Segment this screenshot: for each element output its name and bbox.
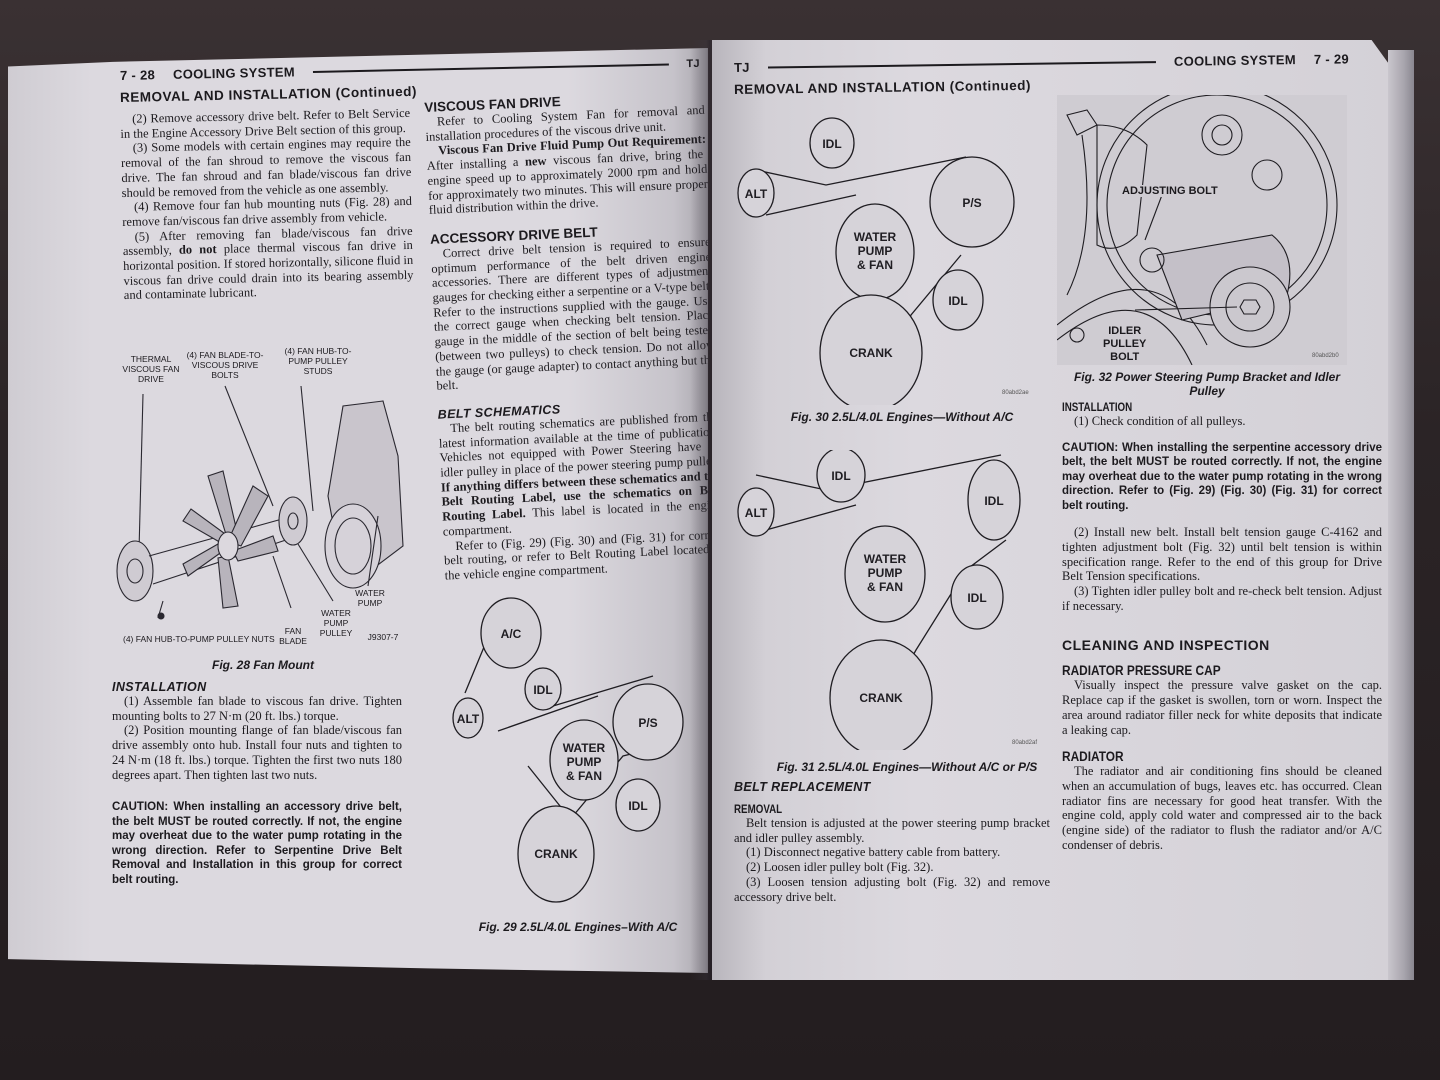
pulley-idler: IDL — [628, 799, 647, 813]
fig31-belt-diagram-without-ac-ps: IDL ALT IDL WATER PUMP & FAN IDL CRANK — [737, 450, 1021, 750]
cleaning-inspection-heading: CLEANING AND INSPECTION — [1062, 637, 1270, 654]
figure-code: J9307-7 — [367, 632, 399, 642]
left-column-2: VISCOUS FAN DRIVE Refer to Cooling Syste… — [424, 88, 708, 583]
header-rule — [767, 60, 1156, 69]
step-paragraph: (2) Install new belt. Install belt tensi… — [1062, 525, 1382, 584]
section-title: COOLING SYSTEM — [172, 64, 296, 82]
pulley-idler: IDL — [533, 683, 552, 697]
label-fan-blade: FAN BLADE — [279, 626, 307, 646]
left-page: 7 - 28 COOLING SYSTEM TJ REMOVAL AND INS… — [8, 48, 708, 973]
pulley-idler: IDL — [822, 137, 841, 151]
radiator-pressure-cap-heading: RADIATOR PRESSURE CAP — [1062, 663, 1221, 679]
pulley-alternator: ALT — [745, 187, 768, 201]
fan-mount-drawing — [116, 385, 404, 620]
pulley-water-pump: WATER — [563, 741, 606, 755]
label-thermal-viscous: THERMAL VISCOUS FAN DRIVE — [122, 354, 180, 384]
fig30-belt-diagram-without-ac: IDL ALT P/S WATER PUMP & FAN IDL CRANK — [737, 117, 1015, 405]
fig32-caption: Fig. 32 Power Steering Pump Bracket and … — [1073, 370, 1341, 398]
bracket-drawing — [1057, 95, 1338, 365]
svg-text:PUMP: PUMP — [567, 755, 602, 769]
pulley-crank: CRANK — [859, 691, 903, 705]
caution-note: CAUTION: When installing an accessory dr… — [112, 801, 402, 886]
label-water-pump: WATER PUMP — [355, 588, 385, 608]
installation-heading: INSTALLATION — [1062, 402, 1133, 414]
installation-section: INSTALLATION (1) Assemble fan blade to v… — [112, 680, 402, 887]
step-paragraph: (5) After removing fan blade/viscous fan… — [122, 223, 414, 303]
installation-heading: INSTALLATION — [112, 680, 207, 694]
figure-code: 80abd2af — [1012, 740, 1038, 746]
fig32-bracket-illustration: ADJUSTING BOLT IDLER PULLEY BOLT 80abd2b… — [1057, 95, 1347, 365]
left-column-1: (2) Remove accessory drive belt. Refer t… — [120, 106, 414, 303]
page-number: 7 - 28 — [119, 67, 156, 83]
left-page-header: 7 - 28 COOLING SYSTEM TJ — [120, 56, 700, 83]
step-paragraph: (3) Some models with certain engines may… — [120, 135, 412, 200]
svg-text:PUMP: PUMP — [858, 244, 893, 258]
right-page-header: TJ COOLING SYSTEM 7 - 29 — [734, 51, 1349, 75]
installation-section: INSTALLATION (1) Check condition of all … — [1062, 402, 1382, 852]
fig29-belt-diagram-with-ac: A/C IDL ALT P/S WATER PUMP & FAN IDL CRA… — [452, 597, 684, 903]
belt-replacement-heading: BELT REPLACEMENT — [734, 780, 871, 794]
header-rule — [312, 63, 669, 73]
label-blade-bolts: (4) FAN BLADE-TO-VISCOUS DRIVE BOLTS — [186, 350, 264, 380]
pulley-power-steering: P/S — [638, 716, 657, 730]
fig28-fan-mount-illustration: THERMAL VISCOUS FAN DRIVE (4) FAN BLADE-… — [113, 346, 413, 646]
paragraph: Visually inspect the pressure valve gask… — [1062, 678, 1382, 737]
step-paragraph: (1) Check condition of all pulleys. — [1074, 414, 1246, 428]
pulley-idler: IDL — [831, 469, 850, 483]
edge-tag: TJ — [733, 59, 750, 75]
caution-note: CAUTION: When installing the serpentine … — [1062, 441, 1382, 512]
pulley-water-pump: WATER — [854, 230, 897, 244]
label-pump-pulley: WATER PUMP PULLEY — [319, 608, 353, 638]
belt-replacement-section: BELT REPLACEMENT REMOVAL Belt tension is… — [734, 780, 1050, 904]
label-adjusting-bolt: ADJUSTING BOLT — [1122, 185, 1218, 197]
svg-text:& FAN: & FAN — [566, 769, 602, 783]
svg-text:& FAN: & FAN — [857, 258, 893, 272]
pulley-idler: IDL — [967, 591, 986, 605]
pulley-ac: A/C — [501, 627, 522, 641]
svg-text:& FAN: & FAN — [867, 580, 903, 594]
step-paragraph: (2) Position mounting flange of fan blad… — [112, 723, 402, 782]
section-title: COOLING SYSTEM — [1173, 52, 1297, 69]
fig30-caption: Fig. 30 2.5L/4.0L Engines—Without A/C — [790, 410, 1014, 424]
svg-text:PUMP: PUMP — [868, 566, 903, 580]
page-number: 7 - 29 — [1313, 51, 1350, 67]
radiator-heading: RADIATOR — [1062, 749, 1124, 765]
pulley-idler: IDL — [984, 494, 1003, 508]
fig28-caption: Fig. 28 Fan Mount — [212, 658, 314, 672]
pulley-power-steering: P/S — [962, 196, 981, 210]
section-heading: REMOVAL AND INSTALLATION (Continued) — [733, 77, 1032, 97]
figure-code: 80abd2ae — [1002, 390, 1029, 396]
removal-heading: REMOVAL — [734, 804, 783, 816]
paragraph: Belt tension is adjusted at the power st… — [734, 816, 1050, 845]
label-hub-studs: (4) FAN HUB-TO-PUMP PULLEY STUDS — [284, 346, 352, 376]
pulley-water-pump: WATER — [864, 552, 907, 566]
step-paragraph: (1) Disconnect negative battery cable fr… — [746, 845, 1001, 860]
fig29-caption: Fig. 29 2.5L/4.0L Engines–With A/C — [478, 920, 678, 934]
paragraph: The radiator and air conditioning fins s… — [1062, 764, 1382, 852]
pulley-crank: CRANK — [849, 346, 893, 360]
fig31-caption: Fig. 31 2.5L/4.0L Engines—Without A/C or… — [776, 760, 1038, 774]
pulley-crank: CRANK — [534, 847, 578, 861]
figure-code: 80abd2b0 — [1312, 353, 1339, 359]
step-paragraph: (3) Tighten idler pulley bolt and re-che… — [1062, 584, 1382, 613]
step-paragraph: (2) Loosen idler pulley bolt (Fig. 32). — [746, 860, 934, 875]
paragraph: The belt routing schematics are publishe… — [438, 409, 708, 539]
step-paragraph: (1) Assemble fan blade to viscous fan dr… — [112, 694, 402, 723]
pulley-idler: IDL — [948, 294, 967, 308]
paragraph: Viscous Fan Drive Fluid Pump Out Require… — [426, 132, 708, 218]
right-page: TJ COOLING SYSTEM 7 - 29 REMOVAL AND INS… — [712, 40, 1392, 980]
step-paragraph: (3) Loosen tension adjusting bolt (Fig. … — [734, 874, 1050, 904]
page-stack-edge — [1388, 50, 1414, 980]
section-heading: REMOVAL AND INSTALLATION (Continued) — [119, 83, 418, 105]
label-idler-pulley-bolt: IDLER PULLEY BOLT — [1103, 325, 1147, 364]
label-hub-nuts: (4) FAN HUB-TO-PUMP PULLEY NUTS — [123, 634, 275, 644]
pulley-alternator: ALT — [745, 506, 768, 520]
pulley-alternator: ALT — [457, 712, 480, 726]
paragraph: Correct drive belt tension is required t… — [431, 234, 708, 393]
